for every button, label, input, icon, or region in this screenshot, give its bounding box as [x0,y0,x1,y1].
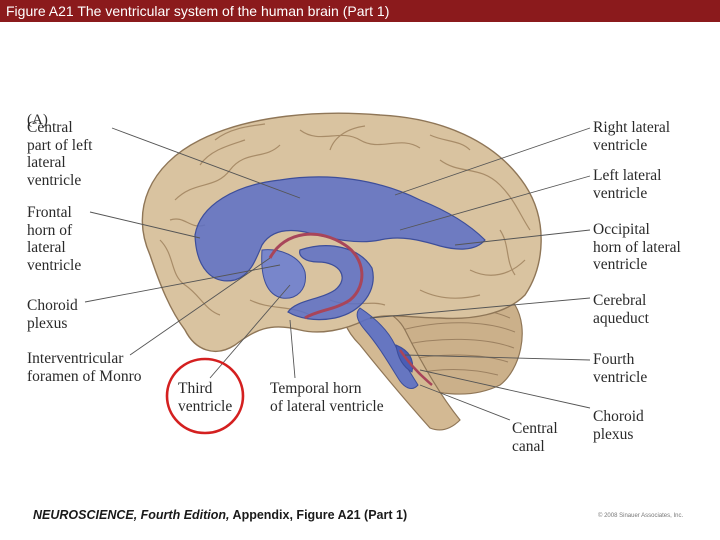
label-line: ventricle [593,185,661,203]
copyright-notice: © 2008 Sinauer Associates, Inc. [598,513,683,519]
label-line: ventricle [593,256,681,274]
label-frontal-horn: Frontal horn of lateral ventricle [27,204,81,274]
label-line: Choroid [593,408,644,426]
label-line: Cerebral [593,292,649,310]
label-line: plexus [593,426,644,444]
label-line: Choroid [27,297,78,315]
label-line: canal [512,438,558,456]
label-line: Central [512,420,558,438]
label-line: foramen of Monro [27,368,142,386]
brain-diagram [0,22,720,540]
label-line: ventricle [593,137,670,155]
label-temporal-horn: Temporal horn of lateral ventricle [270,380,384,415]
label-central-part: Central part of left lateral ventricle [27,119,92,189]
label-line: ventricle [593,369,647,387]
label-choroid-plexus-left: Choroid plexus [27,297,78,332]
label-left-lateral: Left lateral ventricle [593,167,661,202]
label-line: Interventricular [27,350,142,368]
label-right-lateral: Right lateral ventricle [593,119,670,154]
label-line: horn of [27,222,81,240]
label-line: Temporal horn [270,380,384,398]
label-line: ventricle [27,257,81,275]
label-line: ventricle [27,172,92,190]
label-line: lateral [27,154,92,172]
label-line: plexus [27,315,78,333]
label-fourth-ventricle: Fourth ventricle [593,351,647,386]
label-cerebral-aqueduct: Cerebral aqueduct [593,292,649,327]
label-interventricular: Interventricular foramen of Monro [27,350,142,385]
label-line: Left lateral [593,167,661,185]
label-line: aqueduct [593,310,649,328]
label-line: ventricle [178,398,232,416]
figure-area: (A) Central part of left lateral ventric… [0,22,720,540]
label-line: Fourth [593,351,647,369]
label-line: Central [27,119,92,137]
label-line: part of left [27,137,92,155]
label-line: Occipital [593,221,681,239]
label-line: Frontal [27,204,81,222]
figure-caption: NEUROSCIENCE, Fourth Edition, Appendix, … [33,508,407,522]
slide-title: Figure A21 The ventricular system of the… [6,3,389,19]
label-line: Third [178,380,232,398]
label-line: lateral [27,239,81,257]
label-line: of lateral ventricle [270,398,384,416]
label-line: Right lateral [593,119,670,137]
title-bar: Figure A21 The ventricular system of the… [0,0,720,22]
label-third-ventricle: Third ventricle [178,380,232,415]
label-choroid-plexus-right: Choroid plexus [593,408,644,443]
label-line: horn of lateral [593,239,681,257]
caption-figure-ref: Appendix, Figure A21 (Part 1) [230,508,408,522]
label-central-canal: Central canal [512,420,558,455]
caption-book-title: NEUROSCIENCE, Fourth Edition, [33,508,230,522]
label-occipital-horn: Occipital horn of lateral ventricle [593,221,681,274]
